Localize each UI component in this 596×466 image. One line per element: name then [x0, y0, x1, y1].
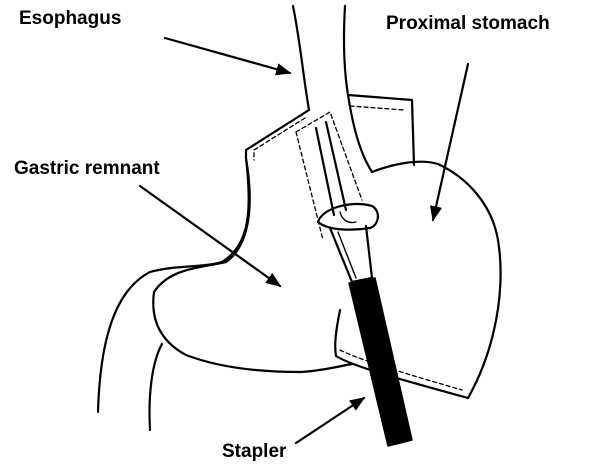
proximal-stomach-label: Proximal stomach: [386, 14, 550, 33]
gastric-remnant-arrow: [140, 186, 280, 286]
esophagus-arrow: [165, 38, 290, 73]
esophagus-label: Esophagus: [19, 9, 121, 28]
stapler-label: Stapler: [222, 442, 286, 461]
gastric-remnant-label: Gastric remnant: [14, 159, 160, 178]
stapler-arrow: [296, 398, 364, 443]
proximal-stomach-arrow: [433, 64, 468, 220]
